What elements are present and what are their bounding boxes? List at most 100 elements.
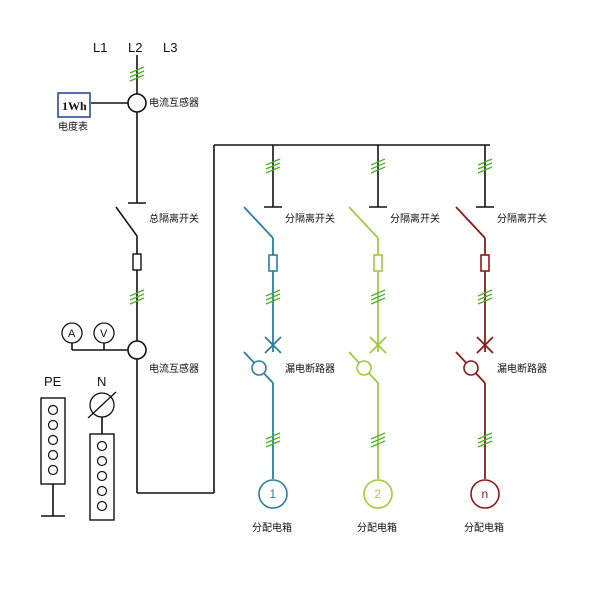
branch-rcd-ring — [251, 360, 267, 376]
l2-conductor-ticks-stroke — [129, 70, 145, 78]
branch-fuse — [268, 254, 278, 272]
branch-busbar-ticks-stroke — [265, 158, 281, 166]
neutral-transformer-slash — [87, 391, 117, 419]
voltmeter-symbol: V — [100, 328, 108, 340]
main-feeder-ticks-stroke — [129, 289, 145, 297]
branch-ticks-upper-stroke — [477, 297, 493, 305]
branch-ticks-lower-stroke — [477, 432, 493, 440]
branch-ticks-upper-stroke — [370, 297, 386, 305]
distribution-box — [363, 479, 393, 509]
phase-label-l2: L2 — [128, 40, 142, 55]
distribution-box — [470, 479, 500, 509]
distribution-box-label: 分配电箱 — [464, 521, 504, 534]
main-feeder-ticks — [129, 289, 145, 305]
branch-rcd-label: 漏电断路器 — [285, 362, 335, 375]
branch-rcd-ring — [463, 360, 479, 376]
branch-fuse — [480, 254, 490, 272]
branch-ticks-lower — [370, 432, 386, 448]
branch-ticks-lower-stroke — [477, 436, 493, 444]
branch-busbar-ticks-stroke — [370, 162, 386, 170]
pe-label: PE — [44, 374, 62, 389]
branch-ticks-upper-stroke — [370, 289, 386, 297]
branch-busbar-ticks-stroke — [370, 166, 386, 174]
second-ct-label: 电流互感器 — [149, 362, 199, 375]
branch-contactor-cross — [264, 336, 282, 354]
branch-ticks-upper-stroke — [477, 293, 493, 301]
pe-terminal-hole — [47, 434, 59, 446]
l2-conductor-ticks-stroke — [129, 66, 145, 74]
distribution-box-number: n — [482, 487, 489, 501]
pe-terminal-hole — [47, 449, 59, 461]
pe-terminal-hole — [47, 404, 59, 416]
branch-ticks-upper-stroke — [265, 289, 281, 297]
branch-busbar-ticks-stroke — [477, 162, 493, 170]
energy-meter-display: 1Wh — [62, 99, 87, 113]
branch-rcd-ring — [356, 360, 372, 376]
branch-busbar-ticks-stroke — [477, 166, 493, 174]
main-feeder-ticks-stroke — [129, 293, 145, 301]
ammeter-symbol: A — [68, 328, 76, 340]
branch-ticks-upper-stroke — [477, 289, 493, 297]
branch-ticks-lower — [265, 432, 281, 448]
branch-ticks-upper-stroke — [265, 297, 281, 305]
distribution-box-number: 1 — [270, 487, 277, 501]
branch-busbar-ticks-stroke — [370, 158, 386, 166]
branch-busbar-ticks-stroke — [265, 162, 281, 170]
branch-ticks-lower-stroke — [370, 432, 386, 440]
distribution-box-label: 分配电箱 — [252, 521, 292, 534]
branch-fuse — [373, 254, 383, 272]
phase-label-l3: L3 — [163, 40, 177, 55]
branch-busbar-ticks-stroke — [477, 158, 493, 166]
branch-ticks-upper — [370, 289, 386, 305]
branch-switch-label: 分隔离开关 — [497, 212, 547, 225]
n-terminal-hole — [96, 470, 108, 482]
branch-contactor-cross — [369, 336, 387, 354]
main-ct-label: 电流互感器 — [149, 96, 199, 109]
n-terminal-hole — [96, 455, 108, 467]
branch-busbar-ticks — [477, 158, 493, 174]
branch-ticks-lower — [477, 432, 493, 448]
branch-ticks-lower-stroke — [477, 440, 493, 448]
main-feeder-ticks-stroke — [129, 297, 145, 305]
branch-busbar-ticks — [265, 158, 281, 174]
main-feeder: L1 L2 L3 电流互感器 1Wh 电度表 总隔离开关 A V 电流互感器 — [40, 40, 490, 521]
n-label: N — [97, 374, 106, 389]
energy-meter — [57, 92, 91, 118]
l2-conductor-ticks — [129, 66, 145, 82]
branch-ticks-upper-stroke — [370, 293, 386, 301]
pe-terminal-hole — [47, 464, 59, 476]
n-terminal-hole — [96, 485, 108, 497]
branch-ticks-lower-stroke — [265, 440, 281, 448]
branch-ticks-lower-stroke — [370, 436, 386, 444]
distribution-box — [258, 479, 288, 509]
branch-contactor-cross — [476, 336, 494, 354]
distribution-box-number: 2 — [375, 487, 382, 501]
branch-rcd-label: 漏电断路器 — [497, 362, 547, 375]
phase-label-l1: L1 — [93, 40, 107, 55]
branch-ticks-upper-stroke — [265, 293, 281, 301]
ammeter — [61, 322, 83, 344]
branch-switch-label: 分隔离开关 — [285, 212, 335, 225]
main-switch-blade — [115, 206, 138, 237]
voltmeter — [93, 322, 115, 344]
main-switch-label: 总隔离开关 — [149, 212, 199, 225]
branch-busbar-ticks-stroke — [265, 166, 281, 174]
distribution-box-label: 分配电箱 — [357, 521, 397, 534]
branch-ticks-lower-stroke — [265, 436, 281, 444]
l2-conductor-ticks-stroke — [129, 74, 145, 82]
branch-isolator-blade — [243, 206, 274, 239]
branch-ticks-lower-stroke — [370, 440, 386, 448]
main-current-transformer — [127, 93, 147, 113]
main-fuse — [132, 253, 142, 271]
energy-meter-label: 电度表 — [58, 120, 88, 133]
branch-ticks-upper — [265, 289, 281, 305]
second-current-transformer — [127, 340, 147, 360]
branch-switch-label: 分隔离开关 — [390, 212, 440, 225]
n-terminal-hole — [96, 500, 108, 512]
branch-busbar-ticks — [370, 158, 386, 174]
